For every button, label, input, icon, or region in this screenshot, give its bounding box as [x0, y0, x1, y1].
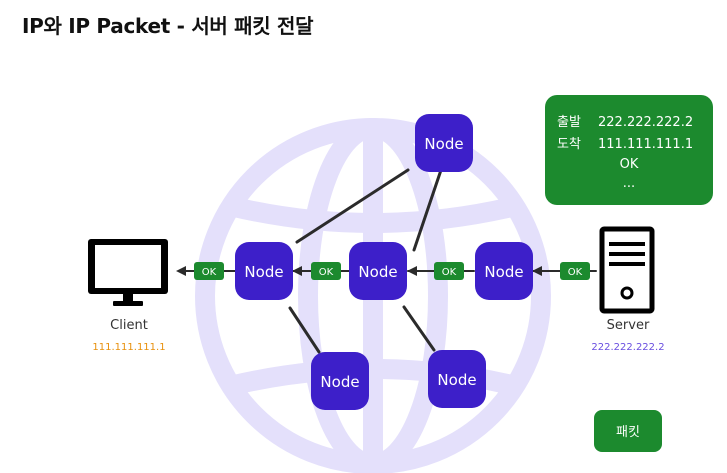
arrow-head-icon [407, 266, 417, 276]
node-top: Node [415, 114, 473, 172]
arrow-head-icon [292, 266, 302, 276]
svg-text:Node: Node [320, 373, 359, 391]
node-center: Node [349, 242, 407, 300]
node-right: Node [475, 242, 533, 300]
packet-legend: 패킷 [594, 410, 662, 452]
client-ip: 111.111.111.1 [92, 342, 165, 353]
more-text: ... [623, 176, 635, 191]
svg-text:Node: Node [437, 371, 476, 389]
ok-packet-badge: OK [194, 262, 224, 280]
node-left: Node [235, 242, 293, 300]
src-label: 출발 [557, 115, 581, 130]
svg-text:OK: OK [442, 267, 457, 278]
link-line [295, 168, 410, 244]
ok-packet-badge: OK [434, 262, 464, 280]
link-line [288, 306, 321, 354]
arrow-head-icon [532, 266, 542, 276]
server-label: Server [607, 318, 650, 333]
payload-text: OK [620, 157, 639, 172]
client-label: Client [110, 318, 148, 333]
server-ip: 222.222.222.2 [591, 342, 664, 353]
client-monitor-icon [88, 239, 168, 306]
ok-packet-badge: OK [560, 262, 590, 280]
dst-label: 도착 [557, 137, 581, 152]
svg-text:Node: Node [484, 263, 523, 281]
link-line [412, 168, 443, 252]
svg-text:OK: OK [202, 267, 217, 278]
ok-packet-badge: OK [311, 262, 341, 280]
arrow-head-icon [176, 266, 186, 276]
server-icon [599, 226, 655, 314]
dst-ip: 111.111.111.1 [598, 137, 693, 152]
src-ip: 222.222.222.2 [598, 115, 693, 130]
svg-text:패킷: 패킷 [616, 425, 640, 440]
svg-text:Node: Node [424, 135, 463, 153]
page-title: IP와 IP Packet - 서버 패킷 전달 [22, 14, 314, 38]
node-bottom-left: Node [311, 352, 369, 410]
svg-text:Node: Node [358, 263, 397, 281]
svg-text:Node: Node [244, 263, 283, 281]
svg-text:OK: OK [319, 267, 334, 278]
node-bottom-right: Node [428, 350, 486, 408]
link-line [402, 305, 436, 352]
svg-text:OK: OK [568, 267, 583, 278]
packet-info-box: 출발 222.222.222.2 도착 111.111.111.1 OK ... [545, 95, 713, 205]
